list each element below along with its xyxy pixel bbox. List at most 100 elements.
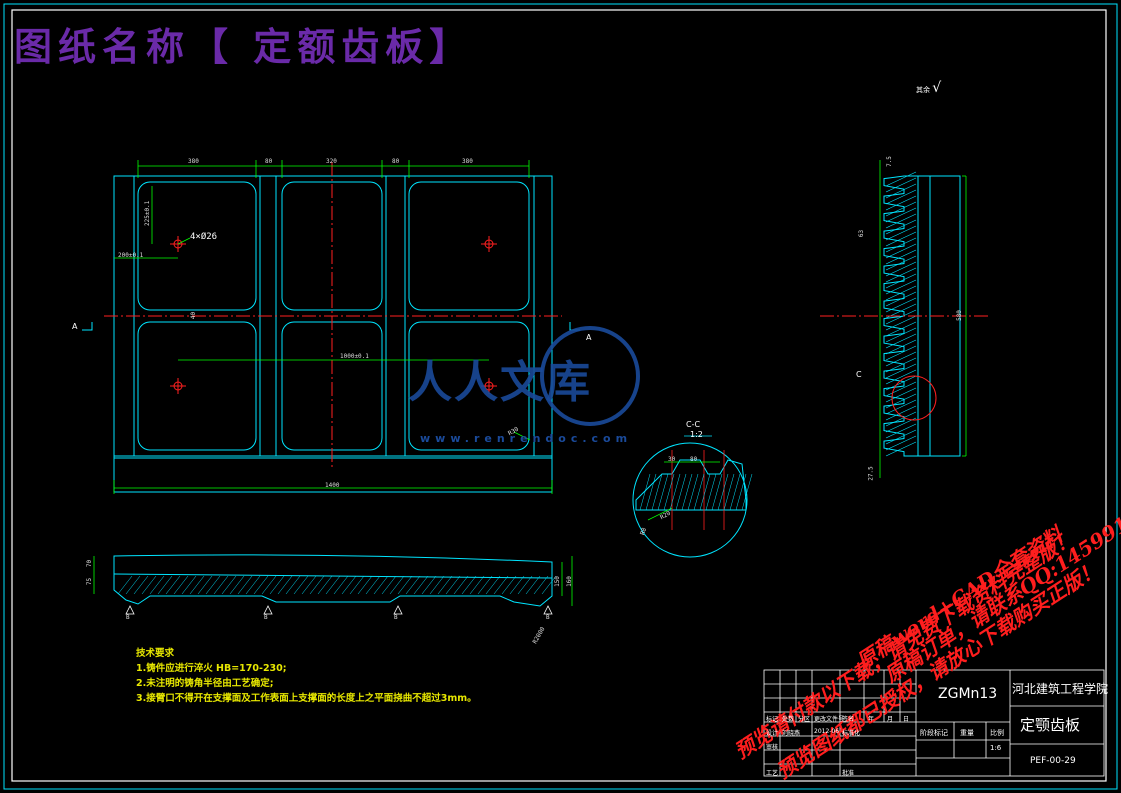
hatch-line (885, 327, 917, 343)
hatch-line (885, 399, 917, 415)
hatch-line (717, 473, 729, 511)
support-label-1: B (126, 614, 130, 621)
hatch-line (723, 473, 735, 511)
hatch-line (885, 345, 917, 361)
hatch-line (885, 315, 917, 331)
hatch-line (325, 575, 341, 595)
hatch-line (711, 473, 723, 511)
hatch-line (885, 207, 917, 223)
dim-left-vertical: 225±0.1 (144, 200, 151, 226)
hatch-line (885, 213, 917, 229)
hatch-line (197, 575, 213, 595)
section-mark-a-right: A (586, 333, 592, 342)
hatch-line (885, 225, 917, 241)
section-label: C-C (686, 420, 701, 429)
tb-reviewer-label: 审核 (766, 744, 779, 751)
dim-center-mark: 40 (190, 311, 198, 320)
tb-weight-header: 重量 (960, 729, 974, 737)
hatch-line (681, 473, 693, 511)
hatch-line (885, 423, 917, 439)
hatch-line (885, 195, 917, 211)
dim-bottom-right-b: 160 (565, 576, 573, 587)
dim-top-3: 320 (326, 158, 337, 165)
hatch-line (885, 267, 917, 283)
hatch-line (141, 575, 157, 595)
hatch-line (645, 473, 657, 511)
hatch-line (669, 473, 681, 511)
hatch-line (533, 575, 549, 595)
tb-designer-label: 设计 (766, 730, 779, 737)
hatch-line (663, 473, 675, 511)
hatch-line (245, 575, 261, 595)
hatch-line (437, 575, 453, 595)
hatch-line (885, 405, 917, 421)
section-arrows (82, 322, 580, 331)
dim-overall-width: 1400 (325, 482, 340, 489)
inner-frame (11, 9, 1107, 782)
hatch-line (885, 189, 917, 205)
hatch-line (687, 473, 699, 511)
tech-req-heading: 技术要求 (136, 648, 175, 659)
dim-bottom-right-a: 150 (553, 576, 561, 587)
dim-detail-pitch-b: 80 (690, 456, 698, 463)
hatch-line (885, 441, 917, 457)
tech-req-2: 2.未注明的铸角半径由工艺确定; (136, 678, 274, 689)
hatch-line (293, 575, 309, 595)
hatch-line (189, 575, 205, 595)
hatch-line (341, 575, 357, 595)
hatch-line (333, 575, 349, 595)
hatch-line (365, 575, 381, 595)
hatch-line (397, 575, 413, 595)
hatch-line (405, 575, 421, 595)
dim-top-4: 80 (392, 158, 400, 165)
tb-col-sign: 签名 (842, 716, 855, 723)
hatch-line (885, 363, 917, 379)
hatch-line (421, 575, 437, 595)
hatch-line (651, 473, 663, 511)
support-label-2: B (264, 614, 268, 621)
hatch-line (699, 473, 711, 511)
watermark-url: www.renrendoc.com (420, 432, 633, 445)
hatch-line (181, 575, 197, 595)
section-scale: 1:2 (690, 430, 703, 439)
hatch-line (485, 575, 501, 595)
hatch-line (885, 357, 917, 373)
tb-std-name: 标准化 (842, 730, 861, 737)
hatch-line (657, 473, 669, 511)
hatch-line (885, 411, 917, 427)
hatch-line (309, 575, 325, 595)
hatch-line (125, 575, 141, 595)
hatch-line (509, 575, 525, 595)
dim-side-tooth: 63 (858, 229, 866, 238)
hatch-line (541, 575, 557, 595)
hatch-line (885, 393, 917, 409)
tb-approve-label: 批准 (842, 770, 855, 777)
dim-side-height: 580 (955, 310, 963, 321)
hatch-line (885, 219, 917, 235)
hatch-line (885, 381, 917, 397)
tb-school: 河北建筑工程学院 (1012, 682, 1109, 696)
dim-bottom-left-a: 70 (86, 559, 94, 568)
hatch-line (237, 575, 253, 595)
hatch-line (221, 575, 237, 595)
hatch-line (413, 575, 429, 595)
check-icon: √ (932, 80, 942, 96)
side-dims (879, 160, 967, 478)
hatch-line (885, 201, 917, 217)
dim-detail-pitch-a: 30 (668, 456, 676, 463)
hatch-line (885, 243, 917, 259)
hatch-line (885, 333, 917, 349)
tb-col-month: 月 (887, 716, 894, 723)
tb-material: ZGMn13 (938, 686, 998, 702)
watermark-logo-text: 人人文库 (408, 357, 592, 408)
hatch-line (389, 575, 405, 595)
hatch-line (357, 575, 373, 595)
tech-req-1: 1.铸件应进行淬火 HB=170-230; (136, 663, 287, 674)
hatch-line (885, 387, 917, 403)
hatch-line (285, 575, 301, 595)
hatch-line (133, 575, 149, 595)
hatch-line (493, 575, 509, 595)
hatch-line (501, 575, 517, 595)
hatch-line (205, 575, 221, 595)
